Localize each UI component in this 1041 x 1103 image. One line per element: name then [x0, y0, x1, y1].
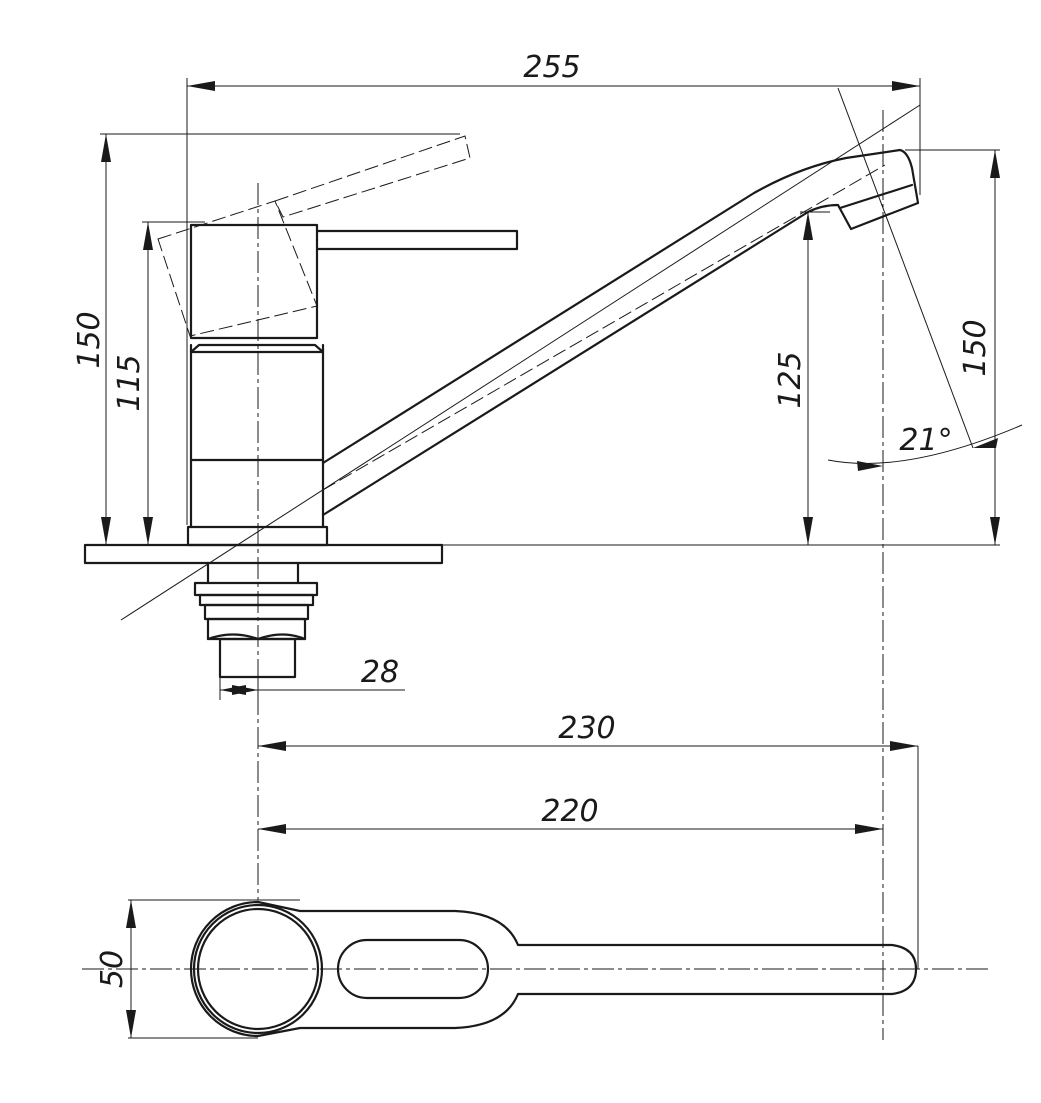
extension-lines — [100, 78, 1000, 700]
dim-overall-width-label: 255 — [523, 50, 580, 85]
mounting-shank — [193, 561, 319, 679]
dim-swivel-angle: 21° — [827, 423, 1023, 471]
dim-shank-diameter: 28 — [220, 655, 405, 695]
dim-reach-outer-label: 230 — [558, 711, 615, 746]
dim-reach-inner-label: 220 — [541, 794, 598, 829]
dim-overall-width: 255 — [187, 50, 920, 91]
dim-lever-height: 150 — [72, 134, 111, 545]
dim-body-height-label: 115 — [112, 354, 147, 411]
dim-reach-inner: 220 — [258, 794, 883, 834]
lever-handle — [189, 223, 519, 340]
faucet-body — [186, 343, 329, 547]
spout — [120, 87, 974, 621]
dim-swivel-angle-label: 21° — [899, 423, 952, 458]
dim-shank-diameter-label: 28 — [361, 655, 399, 690]
dim-spout-height-label: 150 — [958, 319, 993, 376]
side-view: 255 150 115 125 150 — [72, 50, 1023, 1040]
dim-lever-height-label: 150 — [72, 311, 107, 368]
top-view: 230 220 50 — [82, 711, 990, 1039]
lever-slot — [336, 938, 490, 1000]
dim-reach-outer: 230 — [258, 711, 919, 969]
dim-spout-height: 150 — [958, 150, 1000, 545]
top-view-outline — [189, 900, 918, 1038]
dim-body-height: 115 — [112, 222, 153, 545]
lever-raised-position — [157, 135, 471, 337]
dim-base-diameter: 50 — [95, 899, 300, 1039]
body-circle — [192, 903, 324, 1035]
spout-axis — [322, 164, 886, 491]
body-circle-inner — [196, 907, 320, 1031]
dim-outlet-height: 125 — [773, 212, 813, 545]
base-plate — [83, 543, 444, 565]
dim-base-diameter-label: 50 — [95, 950, 130, 988]
dim-outlet-height-label: 125 — [773, 351, 808, 408]
